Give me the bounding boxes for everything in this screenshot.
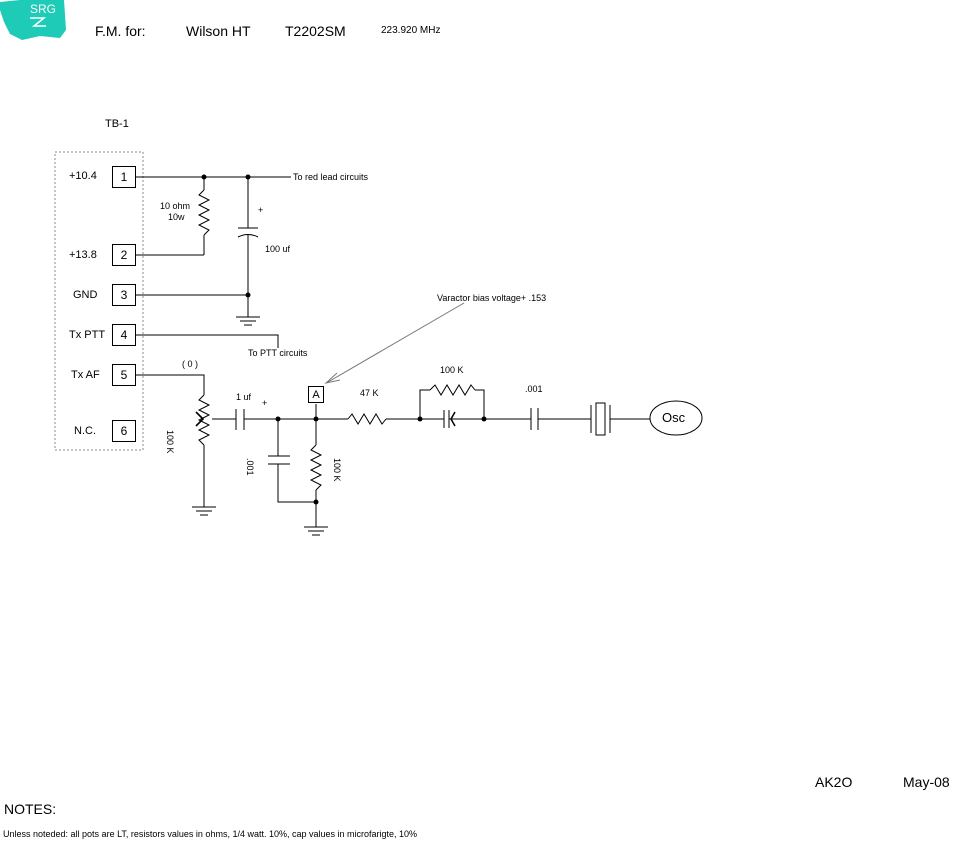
pin-label: Tx AF <box>71 369 100 381</box>
pot-100k <box>197 394 211 446</box>
logo-text: SRG <box>30 2 57 16</box>
cap-100uf-value: 100 uf <box>265 244 291 254</box>
pin-label: GND <box>73 289 98 301</box>
resistor-47k-value: 47 K <box>360 388 379 398</box>
author: AK2O <box>815 774 853 790</box>
resistor-100k-bias <box>309 444 323 491</box>
resistor-10ohm <box>197 189 211 236</box>
resistor-10ohm-power: 10w <box>168 212 185 222</box>
resistor-100k-bias-value: 100 K <box>332 458 342 482</box>
pin-label: +10.4 <box>69 170 97 182</box>
srg-logo: SRG <box>0 0 66 40</box>
cap-100uf-plate-bottom <box>237 234 259 238</box>
pin-box: 5 <box>112 364 136 386</box>
state-outline-icon <box>0 0 66 40</box>
header-model: Wilson HT <box>186 23 251 39</box>
cap-1uf-polarity: + <box>262 398 268 408</box>
ptt-circuits-label: To PTT circuits <box>248 348 308 358</box>
resistor-10ohm-value: 10 ohm <box>160 201 191 211</box>
pin-label: Tx PTT <box>69 329 106 341</box>
pot-value-label: 100 K <box>165 430 175 454</box>
header-frequency: 223.920 MHz <box>381 25 441 36</box>
cap-001-shunt-value: .001 <box>245 458 255 476</box>
pin-label: N.C. <box>74 425 96 437</box>
wire-pin4 <box>136 334 279 348</box>
header-prefix: F.M. for: <box>95 23 146 39</box>
pin-box: 4 <box>112 324 136 346</box>
varactor-bias-note: Varactor bias voltage+ .153 <box>437 293 547 303</box>
resistor-47k <box>347 413 387 425</box>
pin-box: 1 <box>112 166 136 188</box>
cap-100uf-polarity: + <box>258 205 264 215</box>
resistor-100k-parallel <box>429 384 476 396</box>
pot-wiper-arrow <box>195 411 205 427</box>
oscillator-block <box>649 400 703 436</box>
relay-lead-label: To red lead circuits <box>293 172 369 182</box>
pin-box: 3 <box>112 284 136 306</box>
notes-text: Unless noteded: all pots are LT, resisto… <box>3 829 418 839</box>
resistor-100k-parallel-value: 100 K <box>440 365 464 375</box>
annotation-arrow <box>327 302 465 383</box>
pot-setting-label: ( 0 ) <box>182 359 199 369</box>
test-point-a: A <box>308 386 324 403</box>
pin-box: 2 <box>112 244 136 266</box>
pin-box: 6 <box>112 420 136 442</box>
terminal-block-outline <box>54 151 144 451</box>
oscillator-label: Osc <box>662 410 686 425</box>
notes-title: NOTES: <box>4 801 57 817</box>
header-part: T2202SM <box>285 23 346 39</box>
date: May-08 <box>903 774 950 790</box>
wire-pin5 <box>136 374 205 395</box>
cap-001-output-value: .001 <box>525 384 543 394</box>
cap-1uf-value: 1 uf <box>236 392 252 402</box>
terminal-block-title: TB-1 <box>105 118 129 130</box>
pin-label: +13.8 <box>69 249 97 261</box>
